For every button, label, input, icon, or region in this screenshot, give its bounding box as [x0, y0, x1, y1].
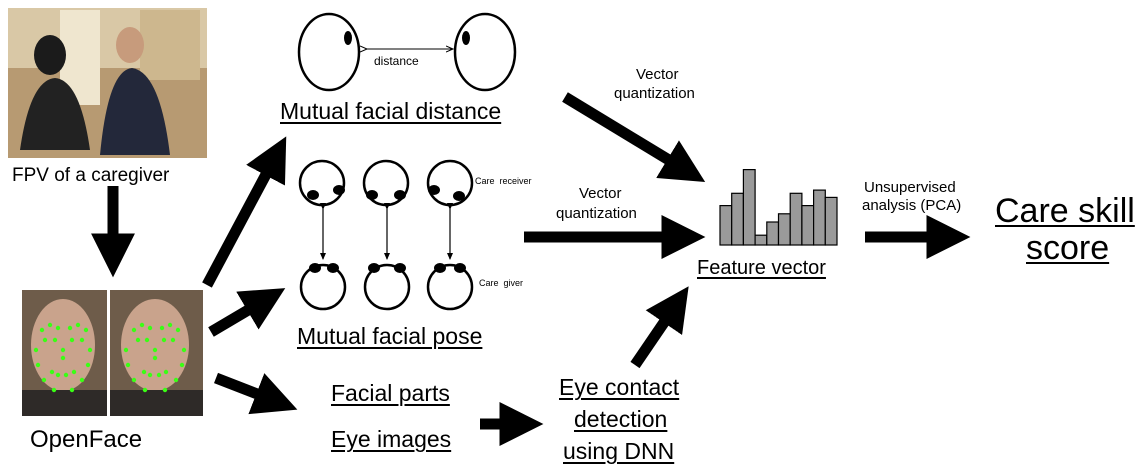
eye-contact-line3: using DNN	[563, 438, 675, 464]
feature-vector-label: Feature vector	[697, 257, 826, 279]
care-giver-label: Care giver	[479, 278, 524, 288]
openface-label: OpenFace	[30, 426, 143, 453]
arrow-distance-to-feature	[562, 92, 706, 182]
mutual-pose-title: Mutual facial pose	[297, 323, 483, 349]
histogram-bar	[754, 234, 768, 246]
care-receiver-label: Care receiver	[475, 176, 532, 186]
facial-landmarks	[33, 322, 187, 393]
mutual-distance-title: Mutual facial distance	[280, 98, 502, 124]
score-line1: Care skill	[995, 192, 1135, 230]
histogram-bar	[824, 196, 838, 246]
arrow-openface-to-pose	[208, 288, 286, 337]
vq-mid-line1: Vector	[579, 185, 622, 202]
flow-arrows	[91, 92, 971, 446]
score-line2: score	[1026, 229, 1110, 267]
histogram-bar	[766, 221, 780, 246]
unsupervised-line1: Unsupervised	[864, 179, 956, 196]
distance-label: distance	[374, 54, 419, 68]
arrow-openface-to-facial-parts	[214, 372, 298, 415]
vq-top-line1: Vector	[636, 66, 679, 83]
fpv-photo	[8, 8, 207, 158]
fpv-label: FPV of a caregiver	[12, 165, 170, 186]
eye-contact-line1: Eye contact	[559, 374, 680, 400]
vq-mid-line2: quantization	[556, 205, 637, 222]
facial-parts-label: Facial parts	[331, 380, 450, 406]
arrow-openface-to-distance	[202, 136, 287, 288]
pose-receiver-faces	[298, 159, 474, 207]
histogram-bar	[789, 192, 803, 246]
histogram-bar	[801, 205, 815, 246]
unsupervised-line2: analysis (PCA)	[862, 197, 962, 214]
arrow-eye-contact-to-feature	[630, 286, 689, 369]
eye-images-label: Eye images	[331, 426, 452, 452]
eye-contact-line2: detection	[574, 406, 668, 432]
histogram-bar	[812, 189, 826, 246]
histogram-bar	[777, 213, 791, 246]
vq-top-line2: quantization	[614, 85, 695, 102]
openface-photo-right	[110, 290, 203, 416]
openface-photo-left	[22, 290, 107, 416]
pose-giver-faces	[299, 263, 474, 311]
histogram-bar	[719, 205, 733, 246]
pose-link-arrows	[320, 203, 453, 260]
histogram-bar	[742, 169, 756, 246]
distance-face-left	[297, 12, 361, 92]
distance-face-right	[453, 12, 517, 92]
feature-vector-histogram	[719, 169, 838, 246]
histogram-bar	[731, 192, 745, 246]
